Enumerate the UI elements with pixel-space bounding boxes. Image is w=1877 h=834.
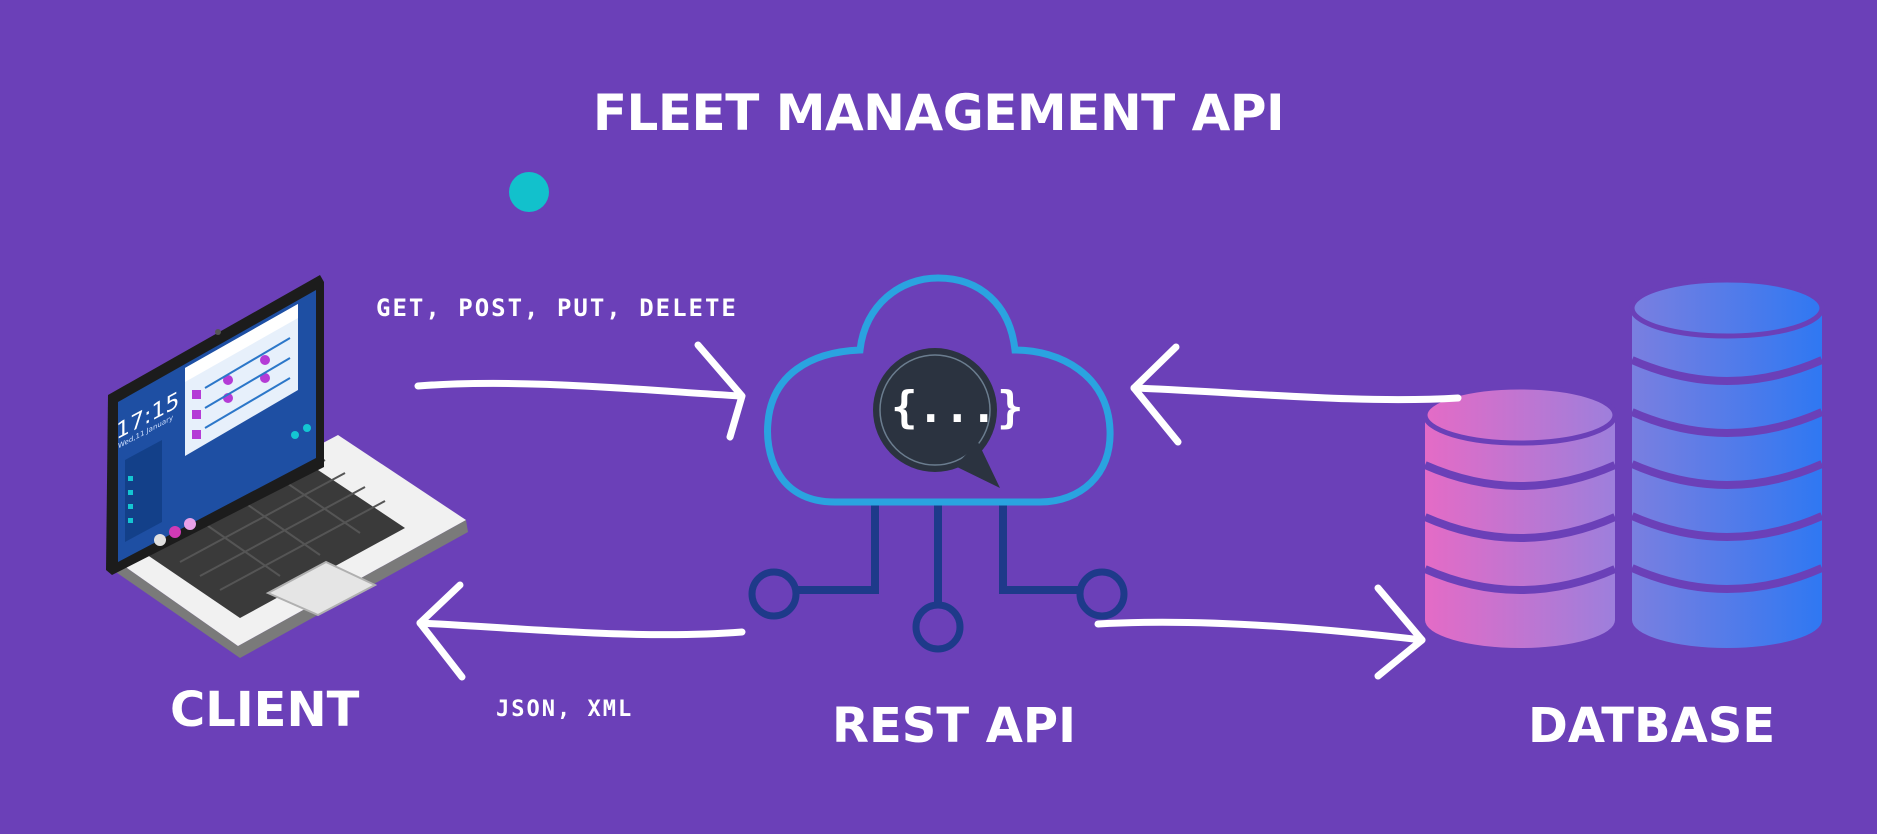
database-icon	[1422, 277, 1825, 648]
database-label: DATBASE	[1528, 698, 1776, 754]
cloud-icon	[748, 274, 1128, 653]
client-label: CLIENT	[170, 682, 360, 738]
json-bubble-icon	[873, 348, 1000, 488]
diagram-title: FLEET MANAGEMENT API	[592, 84, 1285, 142]
json-bubble-text: {...}	[891, 382, 1024, 433]
rest-api-label: REST API	[832, 698, 1076, 754]
request-methods-label: GET, POST, PUT, DELETE	[376, 294, 738, 322]
laptop-icon	[106, 275, 468, 658]
response-formats-label: JSON, XML	[496, 697, 634, 722]
